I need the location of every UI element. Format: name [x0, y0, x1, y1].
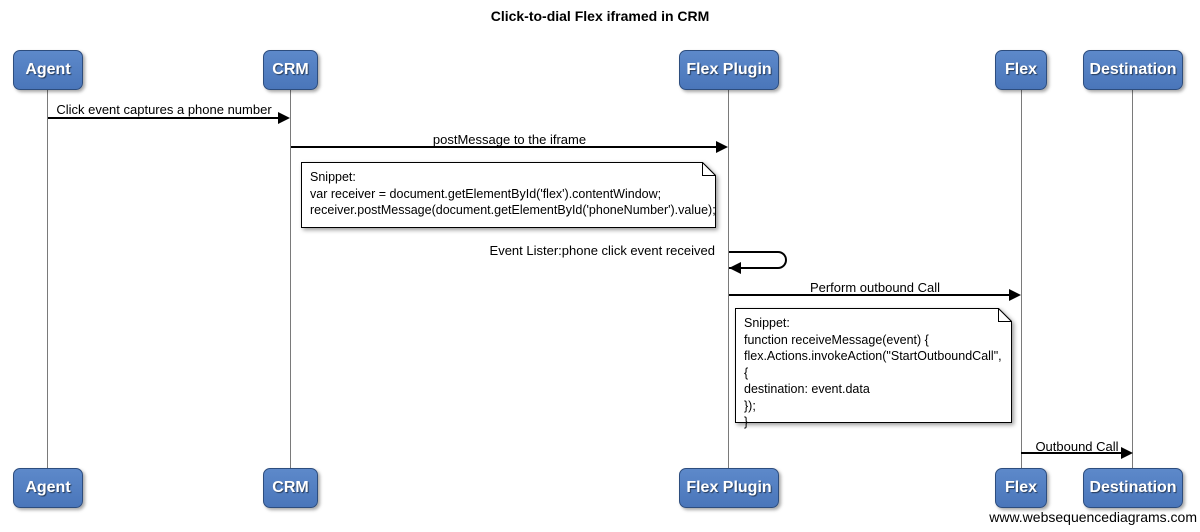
arrowhead-right-icon	[1009, 289, 1021, 301]
message-line	[291, 146, 717, 148]
actor-agent-top: Agent	[13, 50, 83, 90]
note-flex-plugin-snippet: Snippet: function receiveMessage(event) …	[735, 308, 1012, 429]
actor-agent-bottom: Agent	[13, 468, 83, 508]
note-fold-icon	[702, 162, 716, 176]
note-paper-icon	[301, 162, 716, 228]
message-label: postMessage to the iframe	[432, 132, 587, 147]
websequencediagrams-watermark: www.websequencediagrams.com	[989, 509, 1197, 525]
lifeline-crm	[290, 90, 291, 468]
arrowhead-left-icon	[729, 262, 741, 274]
message-label: Perform outbound Call	[809, 280, 941, 295]
self-message-loop	[729, 251, 787, 269]
actor-crm-bottom: CRM	[263, 468, 318, 508]
note-fold-icon	[998, 308, 1012, 322]
actor-destination-top: Destination	[1083, 50, 1183, 90]
actor-crm-top: CRM	[263, 50, 318, 90]
actor-flex-plugin-bottom: Flex Plugin	[679, 468, 779, 508]
note-paper-icon	[735, 308, 1012, 423]
actor-flex-plugin-top: Flex Plugin	[679, 50, 779, 90]
arrowhead-right-icon	[1121, 447, 1133, 459]
note-text: Snippet: var receiver = document.getElem…	[310, 170, 716, 217]
note-crm-snippet: Snippet: var receiver = document.getElem…	[301, 162, 716, 228]
diagram-title: Click-to-dial Flex iframed in CRM	[490, 8, 710, 24]
message-label: Click event captures a phone number	[56, 102, 272, 117]
lifeline-flex-plugin	[728, 90, 729, 468]
actor-flex-top: Flex	[995, 50, 1047, 90]
message-line	[729, 294, 1010, 296]
lifeline-agent	[47, 90, 48, 468]
lifeline-destination	[1132, 90, 1133, 468]
actor-destination-bottom: Destination	[1083, 468, 1183, 508]
actor-flex-bottom: Flex	[995, 468, 1047, 508]
arrowhead-right-icon	[716, 141, 728, 153]
arrowhead-right-icon	[278, 112, 290, 124]
message-line	[1021, 452, 1121, 454]
message-label: Event Lister:phone click event received	[489, 243, 715, 258]
message-label: Outbound Call	[1035, 439, 1119, 454]
lifeline-flex	[1021, 90, 1022, 468]
note-text: Snippet: function receiveMessage(event) …	[744, 316, 1002, 429]
message-line	[48, 117, 279, 119]
